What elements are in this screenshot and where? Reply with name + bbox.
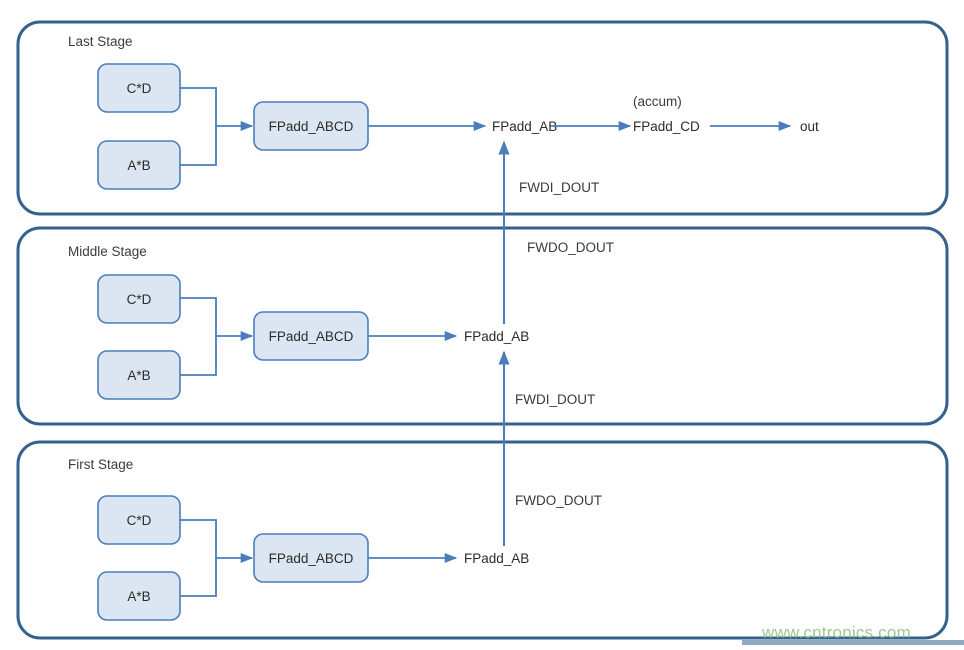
- op-box-cd-first-label: C*D: [127, 513, 152, 528]
- merge-wire-middle: [180, 297, 217, 376]
- watermark-bar: [742, 640, 964, 645]
- stage-label-first: First Stage: [68, 457, 133, 472]
- signal-label-fwdo-dout-middle: FWDO_DOUT: [527, 240, 614, 255]
- stage-container-middle: [16, 226, 949, 426]
- op-box-fpadd-abcd-first-label: FPadd_ABCD: [269, 551, 354, 566]
- node-fpadd-cd-last: FPadd_CD: [633, 119, 700, 134]
- op-box-ab-middle-label: A*B: [127, 368, 150, 383]
- node-out-last: out: [800, 119, 819, 134]
- merge-wire-last: [180, 87, 217, 166]
- op-box-fpadd-abcd-last-label: FPadd_ABCD: [269, 119, 354, 134]
- stage-container-first: [16, 440, 949, 640]
- stage-container-last: [16, 20, 949, 216]
- merge-wire-first: [180, 519, 217, 597]
- stage-label-last: Last Stage: [68, 34, 133, 49]
- op-box-cd-last-label: C*D: [127, 81, 152, 96]
- signal-label-fwdo-dout-first: FWDO_DOUT: [515, 493, 602, 508]
- node-fpadd-ab-middle: FPadd_AB: [464, 329, 529, 344]
- op-box-ab-first-label: A*B: [127, 589, 150, 604]
- signal-label-fwdi-dout-middle: FWDI_DOUT: [515, 392, 595, 407]
- annotation-accum: (accum): [633, 94, 682, 109]
- op-box-cd-middle-label: C*D: [127, 292, 152, 307]
- op-box-cd-middle[interactable]: [97, 274, 181, 324]
- op-box-ab-last-label: A*B: [127, 158, 150, 173]
- node-fpadd-ab-first: FPadd_AB: [464, 551, 529, 566]
- op-box-fpadd-abcd-middle-label: FPadd_ABCD: [269, 329, 354, 344]
- signal-label-fwdi-dout-last: FWDI_DOUT: [519, 180, 599, 195]
- stage-label-middle: Middle Stage: [68, 244, 147, 259]
- node-fpadd-ab-last: FPadd_AB: [492, 119, 557, 134]
